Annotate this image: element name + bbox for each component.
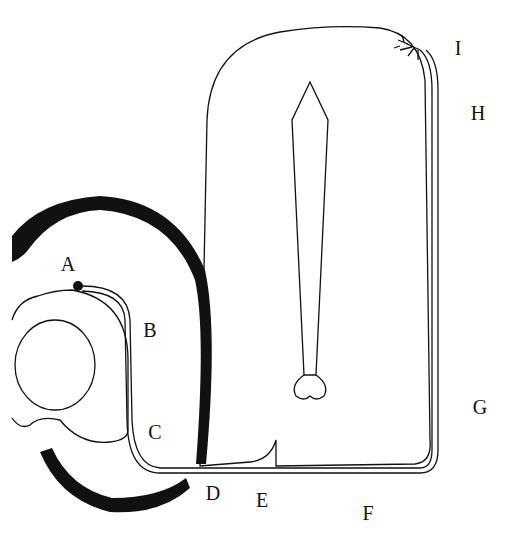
part-letter: F [362, 503, 373, 523]
lower-band [40, 448, 190, 512]
part-letter: B [143, 320, 156, 340]
inner-knot [294, 375, 326, 399]
cup-outline [12, 290, 128, 442]
round-body [15, 320, 95, 410]
part-letter: A [61, 254, 75, 274]
part-letter: D [206, 483, 220, 503]
inner-diamond [292, 82, 328, 375]
terminal-dot [73, 281, 83, 291]
upper-band [12, 196, 212, 464]
part-letter: H [471, 103, 485, 123]
part-letter: C [148, 422, 161, 442]
nerve-ending [394, 35, 420, 60]
part-letter: I [455, 38, 462, 58]
fibre-inner [82, 50, 438, 473]
part-letter: E [256, 490, 268, 510]
body-outline [200, 27, 430, 466]
fibre-outer [82, 50, 432, 468]
part-letter: G [473, 397, 487, 417]
